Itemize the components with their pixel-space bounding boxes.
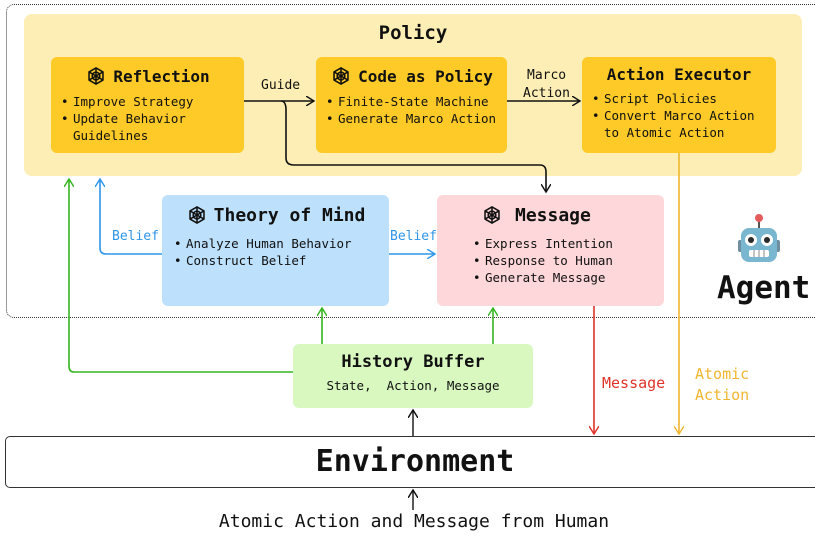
- environment-title: Environment: [315, 444, 515, 479]
- message-title-row: Message: [473, 204, 652, 226]
- agent-label: Agent: [717, 270, 811, 306]
- reflection-box: Reflection Improve Strategy Update Behav…: [51, 57, 244, 153]
- marco-label: Marco: [527, 68, 567, 83]
- theory-of-mind-title-row: Theory of Mind: [174, 204, 377, 226]
- history-buffer-title: History Buffer: [341, 352, 485, 372]
- message-title: Message: [515, 204, 591, 226]
- history-buffer-box: History Buffer State, Action, Message: [293, 344, 533, 408]
- atomic-action-label: Action: [695, 386, 750, 404]
- action-label: Action: [523, 86, 570, 101]
- history-to-reflection-arrow: [69, 179, 293, 373]
- reflection-item: Guidelines: [73, 128, 149, 143]
- action-executor-box: Action Executor Script Policies Convert …: [582, 57, 776, 153]
- belief-to-reflection-arrow: [100, 179, 162, 255]
- code-as-policy-list: Finite-State Machine Generate Marco Acti…: [326, 93, 497, 127]
- action-executor-item: Script Policies: [592, 90, 766, 107]
- environment-box: [5, 436, 815, 488]
- guide-label: Guide: [261, 78, 301, 93]
- theory-of-mind-item: Analyze Human Behavior: [174, 235, 377, 252]
- reflection-title: Reflection: [113, 66, 210, 86]
- message-item: Response to Human: [473, 252, 652, 269]
- theory-of-mind-list: Analyze Human Behavior Construct Belief: [174, 235, 377, 269]
- message-item: Express Intention: [473, 235, 652, 252]
- message-item: Generate Message: [473, 269, 652, 286]
- human-input-text: Atomic Action and Message from Human: [218, 511, 610, 532]
- guide-to-message-arrow: [280, 100, 546, 192]
- code-as-policy-item: Finite-State Machine: [326, 93, 497, 110]
- code-as-policy-item: Generate Marco Action: [326, 110, 497, 127]
- action-executor-title-row: Action Executor: [592, 65, 766, 84]
- policy-title: Policy: [378, 22, 448, 44]
- reflection-item: Update Behavior: [61, 110, 234, 127]
- action-executor-item: Convert Marco Action: [592, 107, 766, 124]
- code-as-policy-title: Code as Policy: [358, 66, 493, 86]
- action-executor-list: Script Policies Convert Marco Action to …: [592, 90, 766, 141]
- theory-of-mind-title: Theory of Mind: [213, 204, 366, 226]
- reflection-item: Improve Strategy: [61, 93, 234, 110]
- theory-of-mind-box: Theory of Mind Analyze Human Behavior Co…: [162, 195, 389, 306]
- action-executor-title: Action Executor: [606, 65, 752, 84]
- message-list: Express Intention Response to Human Gene…: [473, 235, 652, 286]
- agent-frame: [6, 4, 815, 318]
- belief-left-label: Belief: [112, 229, 159, 244]
- code-as-policy-title-row: Code as Policy: [326, 65, 497, 87]
- robot-icon: [738, 214, 780, 262]
- reflection-title-row: Reflection: [61, 65, 234, 87]
- atomic-label: Atomic: [695, 365, 750, 383]
- theory-of-mind-item: Construct Belief: [174, 252, 377, 269]
- message-box: Message Express Intention Response to Hu…: [437, 195, 664, 306]
- action-executor-item: to Atomic Action: [604, 125, 725, 140]
- history-buffer-subtitle: State, Action, Message: [326, 378, 500, 393]
- reflection-list: Improve Strategy Update Behavior Guideli…: [61, 93, 234, 144]
- message-edge-label: Message: [602, 374, 666, 392]
- code-as-policy-box: Code as Policy Finite-State Machine Gene…: [316, 57, 507, 153]
- belief-right-label: Belief: [390, 229, 437, 244]
